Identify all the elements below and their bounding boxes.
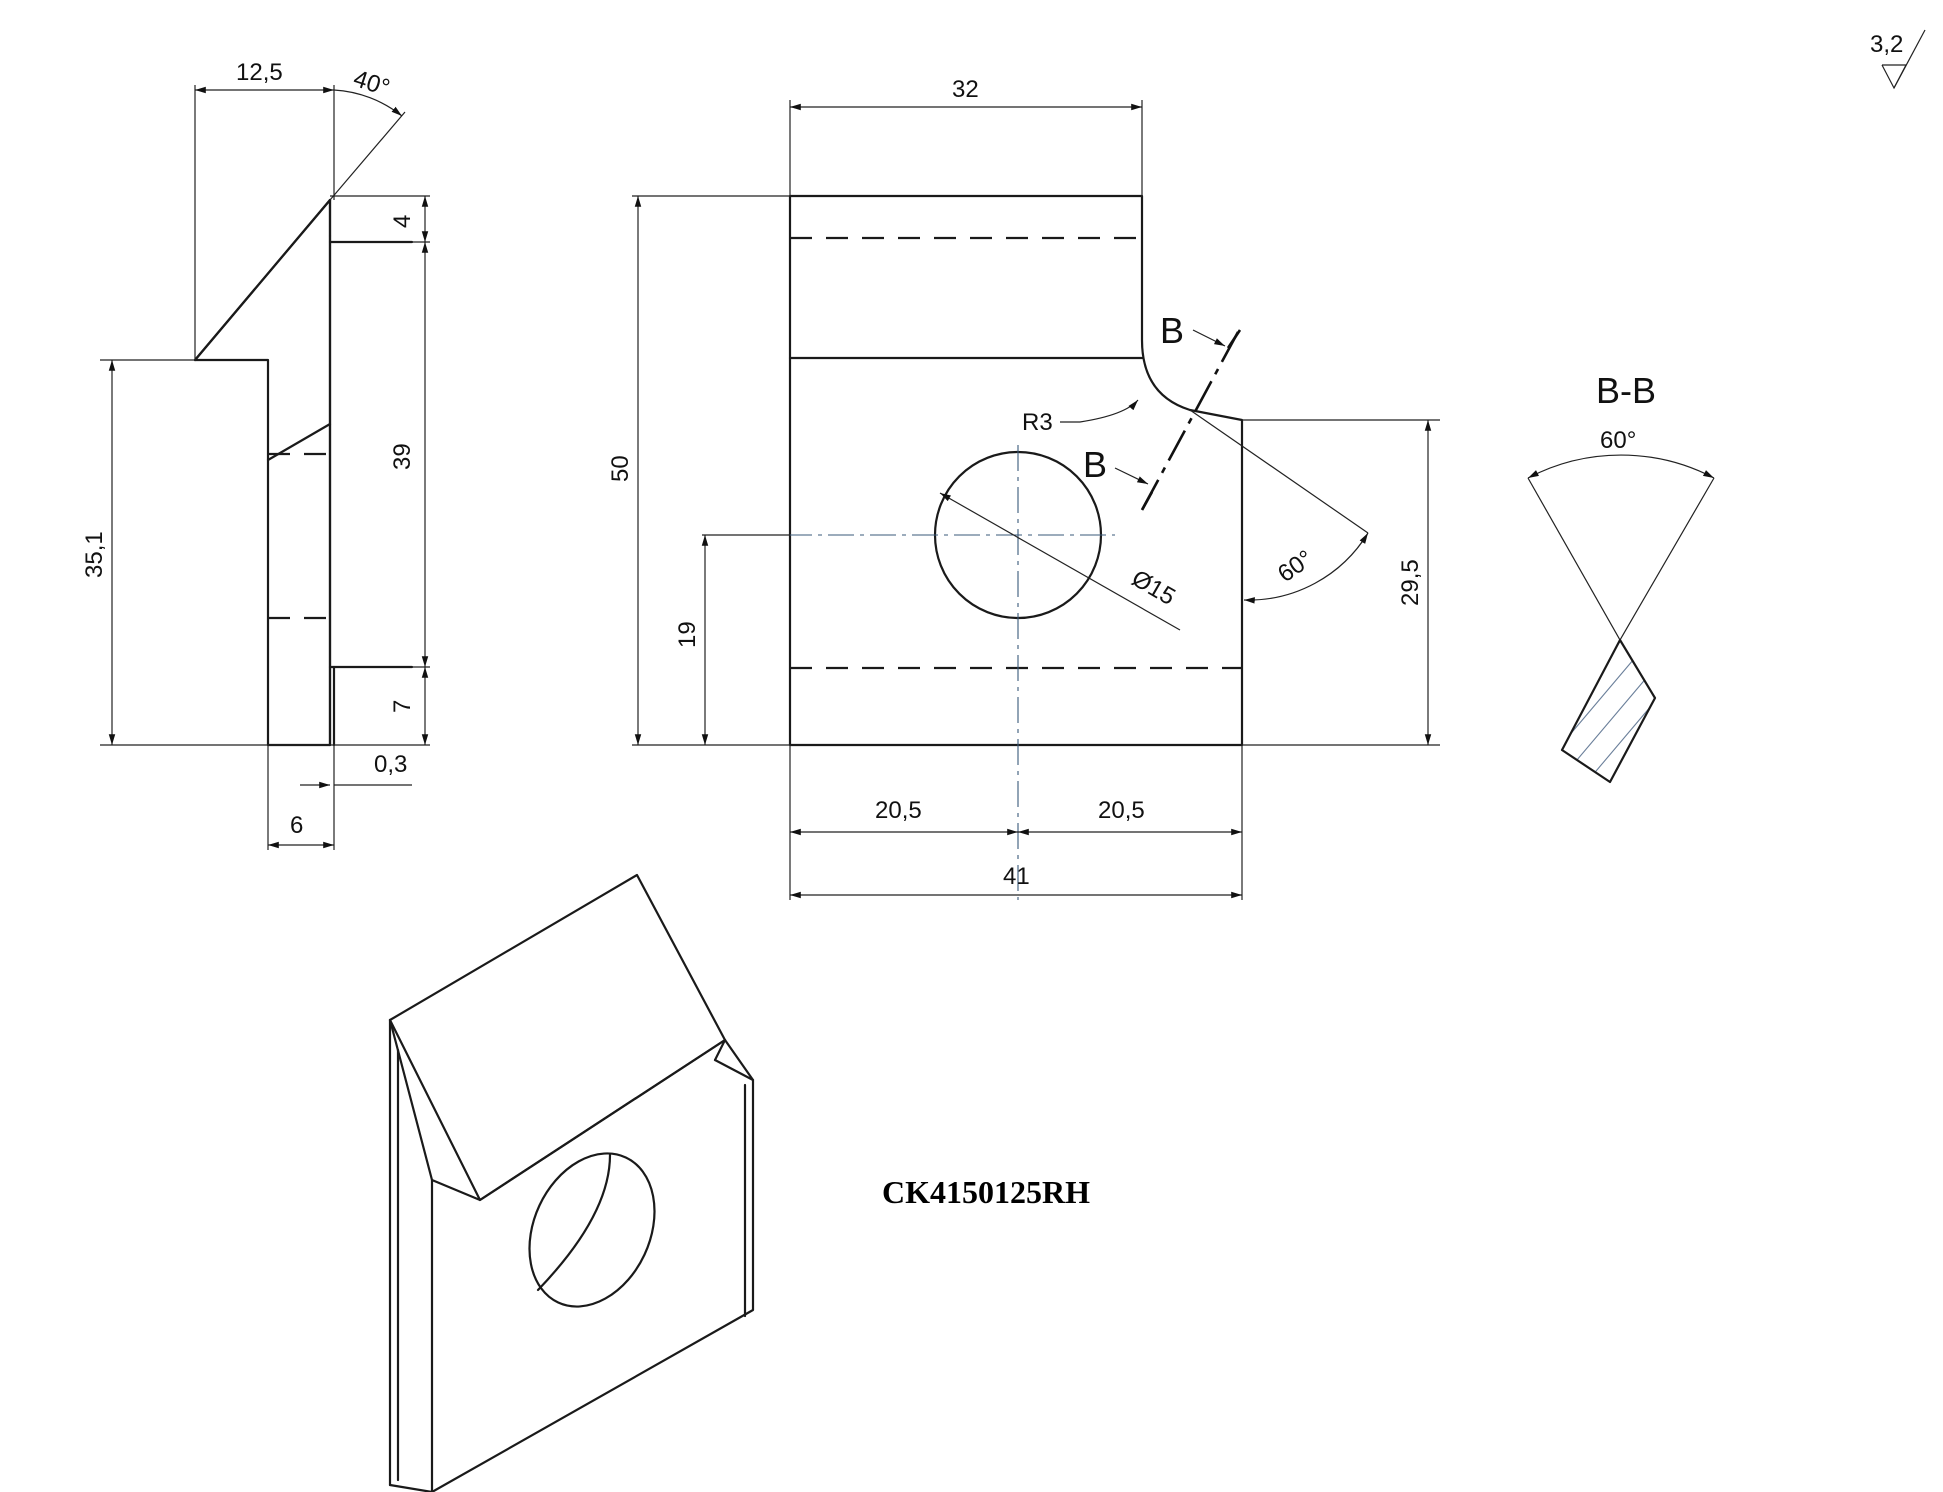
dim-section-angle: 60° — [1600, 427, 1636, 454]
dim-29-5: 29,5 — [1397, 559, 1424, 606]
front-view: 32 50 19 R3 Ø15 60° 29,5 20,5 20,5 41 B … — [607, 76, 1440, 900]
dim-50: 50 — [607, 455, 634, 482]
dim-39: 39 — [389, 443, 416, 470]
dim-41: 41 — [1003, 863, 1030, 890]
iso-hole — [528, 1152, 656, 1308]
front-view-outline — [788, 194, 1244, 747]
dim-20-5-right: 20,5 — [1098, 797, 1145, 824]
dim-r3: R3 — [1022, 409, 1053, 436]
dim-20-5-left: 20,5 — [875, 797, 922, 824]
dim-12-5: 12,5 — [236, 59, 283, 86]
dim-7: 7 — [389, 700, 416, 713]
dim-0-3: 0,3 — [374, 751, 407, 778]
section-profile — [1560, 638, 1657, 784]
dim-32: 32 — [952, 76, 979, 103]
side-view-outline — [193, 198, 332, 747]
dim-40-deg: 40° — [350, 65, 393, 102]
isometric-view — [388, 873, 755, 1492]
dim-35-1: 35,1 — [81, 531, 108, 578]
part-number: CK4150125RH — [882, 1174, 1090, 1210]
roughness-value: 3,2 — [1870, 31, 1903, 58]
dim-19: 19 — [674, 621, 701, 648]
section-title: B-B — [1596, 370, 1656, 411]
dim-60-deg: 60° — [1273, 545, 1318, 588]
side-view: 12,5 40° 4 39 7 35,1 0,3 6 — [81, 59, 430, 850]
section-marker-top: B — [1160, 310, 1184, 351]
dim-6: 6 — [290, 812, 303, 839]
section-cut-line — [1140, 331, 1240, 511]
section-view: B-B 60° — [1527, 370, 1715, 784]
dim-4: 4 — [389, 215, 416, 228]
roughness-symbol: 3,2 — [1870, 29, 1926, 90]
iso-top-face — [388, 873, 727, 1202]
section-marker-bottom: B — [1083, 444, 1107, 485]
